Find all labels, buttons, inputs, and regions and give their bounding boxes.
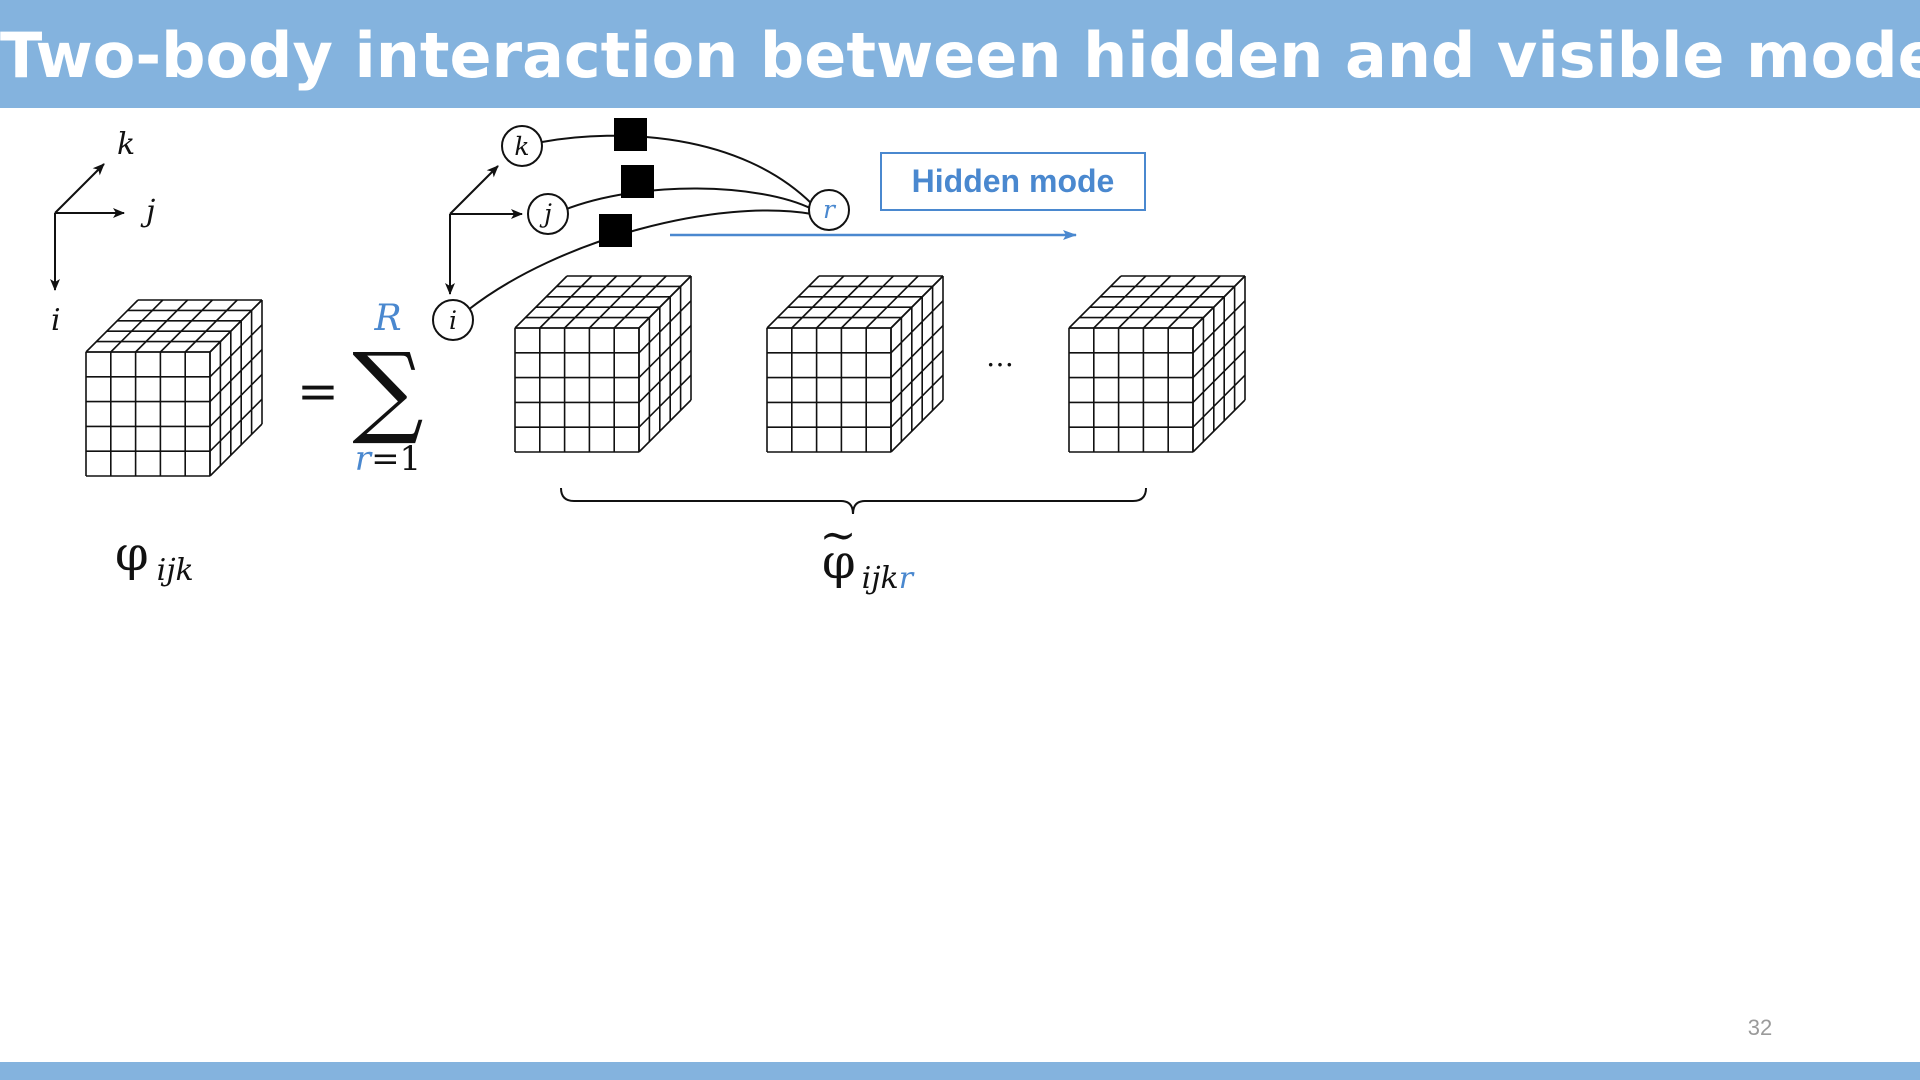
edge-k-r [541, 134, 813, 205]
cube-grid-line [890, 300, 944, 354]
slide-title: Two-body interaction between hidden and … [0, 19, 1920, 92]
left-tensor-phi: φ [115, 526, 149, 582]
axis-k-label: k [117, 127, 135, 162]
tensor-cube-left [85, 299, 263, 477]
cube-grid-line [613, 275, 667, 329]
cube-grid-line [209, 373, 263, 427]
sum-lower-rest: =1 [371, 439, 421, 479]
cube-grid-line [791, 275, 845, 329]
cube-grid-line [638, 325, 692, 379]
node-r-label: r [823, 195, 837, 224]
cube-grid-line [1192, 300, 1246, 354]
cube-grid-line [209, 324, 263, 378]
sum-lower-limit: r=1 [355, 439, 421, 479]
node-i-label: i [449, 306, 457, 335]
cube-grid-line [890, 325, 944, 379]
cube-grid-line [1142, 275, 1196, 329]
hidden-mode-label: Hidden mode [912, 163, 1115, 199]
tensor-network: k j i r [432, 118, 850, 341]
cube-grid-line [539, 275, 593, 329]
cube-grid-line [840, 275, 894, 329]
cube-grid-line [209, 299, 263, 353]
rank-one-cube-last [1068, 275, 1246, 453]
cube-grid-line [638, 275, 692, 329]
node-k [501, 125, 543, 167]
factor-square-i [599, 214, 632, 247]
cube-grid-line [638, 374, 692, 428]
cube-grid-line [209, 349, 263, 403]
equals-sign: = [297, 362, 339, 420]
cube-grid-line [865, 275, 919, 329]
network-axis-k-arrow [449, 165, 499, 215]
cube-grid-line [766, 275, 820, 329]
sum-symbol: ∑ [352, 331, 423, 448]
cube-grid-line [1118, 275, 1172, 329]
cube-grid-line [85, 299, 139, 353]
title-bar: Two-body interaction between hidden and … [0, 0, 1920, 108]
cube-grid-line [638, 300, 692, 354]
cube-grid-line [890, 374, 944, 428]
factor-square-k [614, 118, 647, 151]
cube-grid-line [1192, 349, 1246, 403]
sum-lower-var: r [355, 439, 373, 479]
cube-grid-line [638, 399, 692, 453]
node-k-label: k [514, 132, 529, 161]
rank-one-cube-2 [766, 275, 944, 453]
right-tensor-subscript-hidden: r [899, 561, 915, 596]
page-number: 32 [1747, 1015, 1773, 1040]
cube-grid-line [1192, 374, 1246, 428]
axis-j-label: j [140, 194, 155, 229]
cube-grid-line [1192, 275, 1246, 329]
curly-brace [560, 487, 1147, 515]
edge-j-r [563, 187, 813, 211]
node-j [527, 193, 569, 235]
tensor-decomposition-diagram: k j i k j i r Hidden mode = ∑ R r=1 [50, 118, 1246, 596]
footer-bar [0, 1062, 1920, 1080]
cube-grid-line [816, 275, 870, 329]
sum-upper-limit: R [373, 298, 401, 339]
cube-grid-line [159, 299, 213, 353]
node-r [808, 189, 850, 231]
cube-grid-line [638, 349, 692, 403]
cube-grid-line [1068, 275, 1122, 329]
node-i [432, 299, 474, 341]
cube-grid-line [890, 275, 944, 329]
cube-grid-line [1192, 399, 1246, 453]
hidden-mode-box [880, 152, 1146, 211]
right-tensor-phi: φ [822, 534, 856, 590]
cube-grid-line [514, 275, 568, 329]
cube-grid-line [184, 299, 238, 353]
cube-grid-line [588, 275, 642, 329]
cube-grid-line [110, 299, 164, 353]
cube-grid-line [209, 423, 263, 477]
right-tensor-tilde: ~ [820, 510, 857, 561]
cube-grid-line [890, 399, 944, 453]
factor-square-j [621, 165, 654, 198]
axis-k-arrow [54, 163, 105, 214]
cube-grid-line [135, 299, 189, 353]
right-tensor-subscript: ijk [862, 561, 899, 596]
cube-grid-line [564, 275, 618, 329]
cube-grid-line [209, 398, 263, 452]
cube-grid-line [1093, 275, 1147, 329]
axis-indicator [50, 163, 125, 291]
ellipsis: … [986, 340, 1014, 373]
rank-one-cube-1 [514, 275, 692, 453]
cube-grid-line [1192, 325, 1246, 379]
axis-i-label: i [51, 303, 61, 338]
cube-grid-line [1167, 275, 1221, 329]
cube-grid-line [890, 349, 944, 403]
left-tensor-subscript: ijk [157, 553, 194, 588]
edge-i-r [467, 209, 813, 311]
